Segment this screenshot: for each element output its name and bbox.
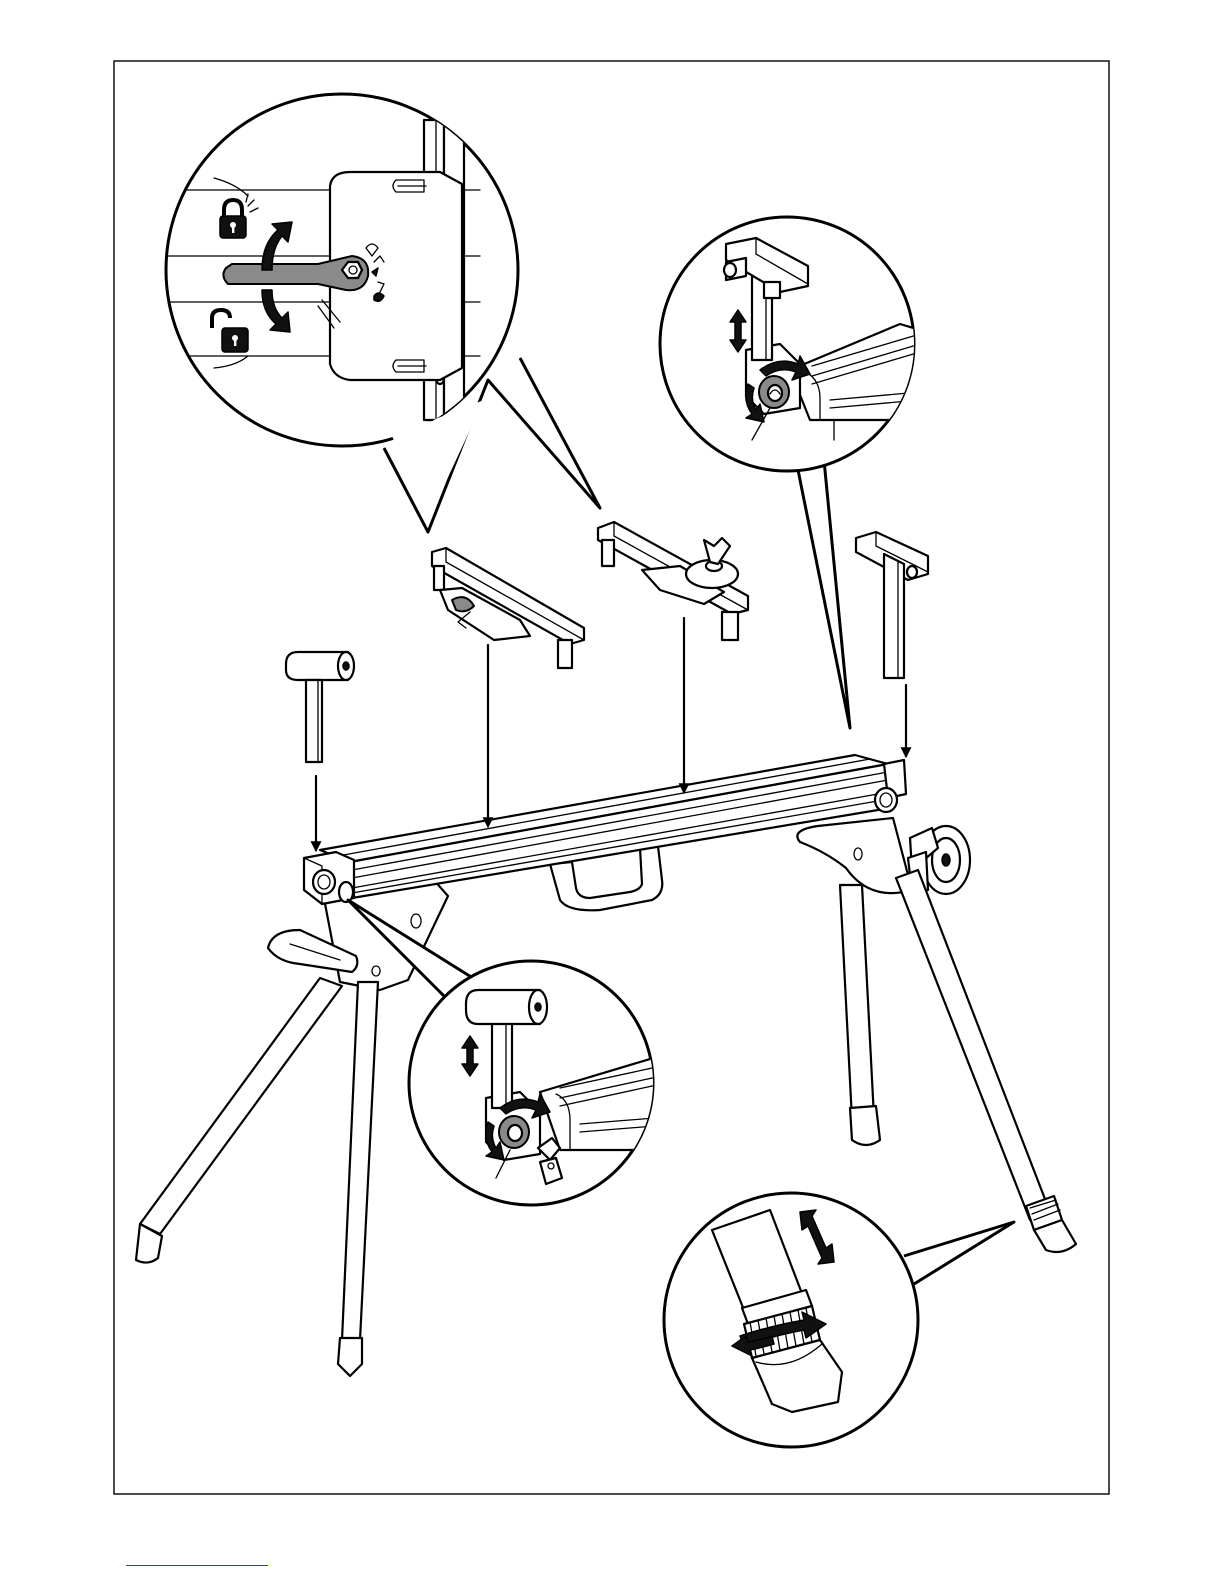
- front-right-leg: [896, 870, 1076, 1252]
- callout-roller-support: [348, 900, 680, 1205]
- rear-left-leg: [338, 982, 378, 1376]
- mounting-bracket-right: [598, 522, 748, 640]
- end-stop-support: [856, 532, 928, 678]
- callout-lock-lever: [166, 94, 600, 532]
- left-lock-knob: [313, 870, 335, 894]
- callout-leg-foot: [664, 1193, 1014, 1447]
- rear-right-leg: [840, 885, 880, 1145]
- front-left-leg: [136, 978, 342, 1263]
- footer-link-underline[interactable]: [126, 1565, 268, 1566]
- roller-support: [286, 652, 354, 762]
- mounting-bracket-left: [432, 548, 584, 668]
- callout-end-support: [660, 217, 920, 728]
- left-latch: [339, 882, 353, 902]
- right-lock-knob: [875, 788, 897, 812]
